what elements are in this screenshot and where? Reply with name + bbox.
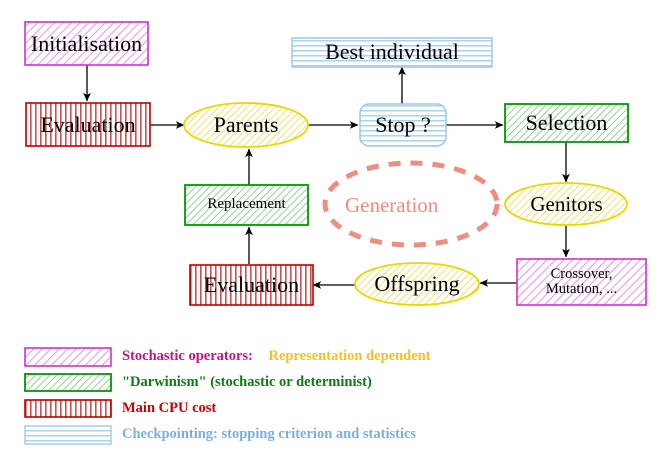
legend-row-stochastic: Stochastic operators: Representation dep… — [122, 348, 431, 365]
node-selection[interactable] — [504, 103, 629, 143]
node-best-individual[interactable] — [291, 37, 493, 68]
node-crossover[interactable] — [516, 258, 647, 306]
node-parents[interactable] — [183, 102, 309, 148]
legend-row-checkpointing: Checkpointing: stopping criterion and st… — [122, 426, 417, 442]
legend-label-stochastic: Stochastic operators: — [122, 348, 253, 364]
legend-swatch-cpu — [24, 399, 112, 418]
node-stop[interactable] — [359, 103, 447, 147]
label-generation: Generation — [345, 193, 439, 217]
legend-swatch-stochastic — [24, 347, 112, 367]
generation-ellipse — [322, 160, 500, 248]
node-offspring[interactable] — [354, 262, 480, 306]
legend-swatch-checkpointing — [24, 425, 112, 445]
legend-row-darwinism: "Darwinism" (stochastic or determinist) — [122, 374, 372, 390]
node-initialisation[interactable] — [24, 21, 149, 66]
node-evaluation-top[interactable] — [25, 102, 151, 147]
node-genitors[interactable] — [504, 182, 628, 226]
legend-row-cpu: Main CPU cost — [122, 400, 217, 416]
node-evaluation-bottom[interactable] — [189, 264, 314, 306]
legend-swatch-darwinism — [24, 373, 112, 392]
legend-extra-representation: Representation dependent — [268, 348, 431, 364]
node-replacement[interactable] — [184, 184, 309, 226]
edge-group — [83, 65, 570, 289]
